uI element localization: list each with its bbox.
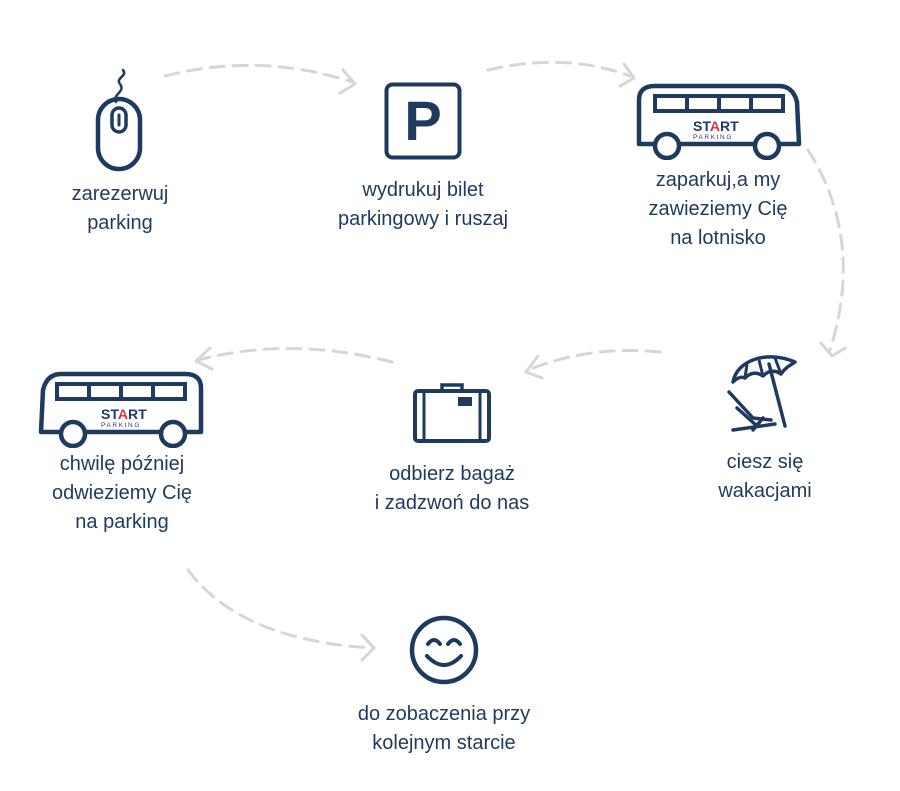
- label-line: zarezerwuj: [71, 183, 169, 205]
- step-reserve: zarezerwuj parking: [40, 66, 200, 238]
- bus-icon: START PARKING: [38, 371, 204, 448]
- arrow-return-to-goodbye: [186, 568, 374, 650]
- svg-text:PARKING: PARKING: [693, 134, 733, 141]
- step-goodbye-label: do zobaczenia przy kolejnym starcie: [332, 700, 556, 758]
- svg-text:START: START: [693, 118, 739, 134]
- step-print-label: wydrukuj bilet parkingowy i ruszaj: [318, 176, 528, 234]
- label-line: kolejnym starcie: [372, 732, 516, 754]
- step-park-label: zaparkuj,a my zawieziemy Cię na lotnisko: [626, 166, 810, 253]
- arrowhead-2: [618, 62, 636, 88]
- arrow-holiday-to-luggage: [526, 349, 662, 372]
- label-line: odwieziemy Cię: [51, 482, 193, 504]
- label-line: zaparkuj,a my: [655, 169, 781, 191]
- label-line: parkingowy i ruszaj: [337, 208, 509, 230]
- svg-text:PARKING: PARKING: [101, 422, 141, 429]
- parking-sign-letter: P: [404, 89, 441, 152]
- step-luggage: odbierz bagaż i zadzwoń do nas: [352, 382, 552, 518]
- beach-umbrella-icon: [727, 355, 797, 432]
- label-line: wydrukuj bilet: [362, 179, 484, 201]
- arrow-print-to-park: [486, 60, 632, 78]
- arrowhead-5: [194, 346, 214, 371]
- arrowhead-1: [338, 68, 357, 95]
- svg-text:START: START: [101, 406, 147, 422]
- label-line: do zobaczenia przy: [357, 703, 531, 725]
- step-holiday: ciesz się wakacjami: [690, 352, 840, 506]
- step-return: START PARKING chwilę później odwieziemy …: [32, 370, 212, 537]
- step-return-label: chwilę później odwieziemy Cię na parking: [32, 450, 212, 537]
- label-line: chwilę później: [59, 453, 185, 475]
- arrowhead-6: [360, 633, 376, 662]
- suitcase-icon: [413, 383, 491, 443]
- bus-icon: START PARKING: [636, 83, 802, 160]
- label-line: odbierz bagaż: [389, 463, 515, 485]
- step-park: START PARKING zaparkuj,a my zawieziemy C…: [626, 82, 810, 253]
- arrow-reserve-to-print: [163, 63, 354, 84]
- arrow-luggage-to-return: [196, 346, 394, 364]
- step-print: P wydrukuj bilet parkingowy i ruszaj: [318, 82, 528, 234]
- step-goodbye: do zobaczenia przy kolejnym starcie: [332, 614, 556, 758]
- label-line: wakacjami: [718, 480, 812, 502]
- label-line: zawieziemy Cię: [648, 198, 788, 220]
- mouse-icon: [95, 68, 143, 172]
- label-line: i zadzwoń do nas: [374, 492, 530, 514]
- arrowhead-3: [819, 341, 847, 358]
- step-luggage-label: odbierz bagaż i zadzwoń do nas: [352, 460, 552, 518]
- parking-sign-icon: P: [384, 82, 462, 160]
- label-line: na parking: [75, 511, 169, 533]
- arrowhead-4: [524, 354, 544, 380]
- label-line: na lotnisko: [670, 227, 766, 249]
- step-reserve-label: zarezerwuj parking: [40, 180, 200, 238]
- step-holiday-label: ciesz się wakacjami: [690, 448, 840, 506]
- label-line: ciesz się: [726, 451, 804, 473]
- arrow-park-to-holiday: [806, 148, 845, 352]
- label-line: parking: [87, 212, 153, 234]
- smiley-icon: [409, 615, 479, 685]
